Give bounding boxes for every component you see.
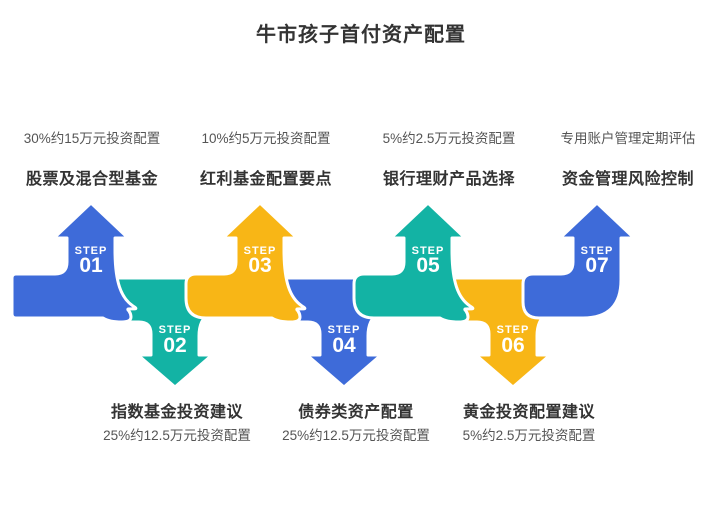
step-title-02: 指数基金投资建议	[110, 404, 244, 421]
step-number-02: 02	[163, 334, 186, 357]
step-subtitle-04: 25%约12.5万元投资配置	[282, 428, 430, 443]
step-title-03: 红利基金配置要点	[199, 171, 333, 188]
step-number-03: 03	[248, 254, 271, 277]
step-word-02: STEP	[159, 324, 192, 336]
step-arrow-05	[352, 201, 475, 324]
step-subtitle-02: 25%约12.5万元投资配置	[103, 428, 251, 443]
step-title-07: 资金管理风险控制	[561, 171, 695, 188]
step-arrow-07	[521, 201, 636, 320]
step-number-04: 04	[332, 334, 356, 357]
step-subtitle-03: 10%约5万元投资配置	[201, 131, 331, 146]
step-subtitle-05: 5%约2.5万元投资配置	[382, 131, 516, 146]
step-title-05: 银行理财产品选择	[382, 171, 516, 188]
step-title-01: 股票及混合型基金	[25, 171, 159, 188]
step-title-06: 黄金投资配置建议	[462, 404, 596, 421]
step-word-01: STEP	[75, 245, 108, 257]
step-title-04: 债券类资产配置	[298, 404, 414, 421]
step-word-03: STEP	[244, 245, 277, 257]
step-subtitle-06: 5%约2.5万元投资配置	[462, 428, 596, 443]
step-number-05: 05	[416, 254, 440, 277]
step-word-06: STEP	[497, 324, 530, 336]
step-word-05: STEP	[412, 245, 445, 257]
page-title: 牛市孩子首付资产配置	[256, 24, 466, 46]
step-word-07: STEP	[581, 245, 614, 257]
step-subtitle-01: 30%约15万元投资配置	[23, 131, 161, 146]
step-arrow-03	[184, 201, 307, 324]
step-arrow-01	[10, 201, 138, 324]
step-word-04: STEP	[328, 324, 361, 336]
step-subtitle-07: 专用账户管理定期评估	[560, 131, 696, 146]
step-number-06: 06	[501, 334, 524, 357]
step-number-01: 01	[79, 254, 103, 277]
step-number-07: 07	[585, 254, 608, 277]
